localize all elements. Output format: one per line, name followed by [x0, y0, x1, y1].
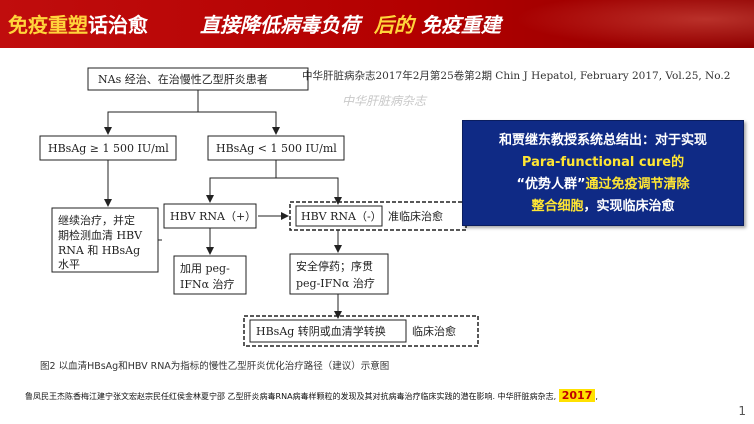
node-add-peg-box — [173, 255, 247, 295]
header-left-rest: 话治愈 — [88, 13, 148, 37]
text-rna-pos: HBV RNA（+） — [170, 210, 256, 223]
citation-tail: , — [595, 392, 598, 401]
text-continue-3: RNA 和 HBsAg — [58, 244, 140, 257]
text-rna-neg: HBV RNA（-） — [301, 210, 382, 223]
text-add-peg-2: IFNα 治疗 — [180, 277, 235, 291]
text-hbsag-low: HBsAg < 1 500 IU/ml — [216, 142, 337, 155]
callout-line-3-white: “优势人群” — [516, 177, 586, 192]
citation-text: 鲁凤民王杰陈香梅江建宁张文宏赵宗民任红侯金林夏宁邵 乙型肝炎病毒RNA病毒样颗粒… — [25, 392, 557, 401]
journal-seal-watermark: 中华肝脏病杂志 — [342, 94, 427, 108]
slide-header: 免疫重塑话治愈 直接降低病毒负荷 后的 免疫重建 — [0, 0, 754, 48]
text-stop-drug-1: 安全停药；序贯 — [296, 259, 373, 273]
citation-year: 2017 — [558, 389, 596, 402]
text-start: NAs 经治、在治慢性乙型肝炎患者 — [98, 72, 268, 86]
header-right-highlight: 后的 — [373, 13, 414, 37]
callout-line-3-yellow: 通过免疫调节清除 — [585, 177, 690, 192]
summary-callout: 和贾继东教授系统总结出：对于实现 Para-functional cure的 “… — [462, 120, 744, 226]
node-cure-group-box — [243, 315, 479, 347]
reference-citation: 鲁凤民王杰陈香梅江建宁张文宏赵宗民任红侯金林夏宁邵 乙型肝炎病毒RNA病毒样颗粒… — [25, 389, 598, 402]
text-stop-drug-2: peg-IFNα 治疗 — [296, 276, 375, 290]
node-rna-neg-box — [295, 205, 383, 227]
callout-line-4-white: ，实现临床治愈 — [583, 199, 675, 214]
header-right-part1: 直接降低病毒负荷 — [200, 13, 360, 37]
node-seroconversion-box — [249, 319, 407, 343]
header-right-title: 直接降低病毒负荷 后的 免疫重建 — [200, 9, 501, 38]
header-left-highlight: 免疫重塑 — [8, 13, 88, 37]
journal-line: 中华肝脏病杂志2017年2月第25卷第2期 Chin J Hepatol, Fe… — [302, 70, 731, 82]
callout-line-4: 整合细胞，实现临床治愈 — [463, 195, 743, 214]
figure-caption: 图2 以血清HBsAg和HBV RNA为指标的慢性乙型肝炎优化治疗路径（建议）示… — [40, 361, 390, 372]
text-continue-2: 期检测血清 HBV — [58, 228, 143, 242]
header-right-part2: 免疫重建 — [420, 13, 501, 37]
treatment-flowchart: NAs 经治、在治慢性乙型肝炎患者 HBsAg ≥ 1 500 IU/ml HB… — [38, 62, 508, 380]
flowchart-svg: NAs 经治、在治慢性乙型肝炎患者 HBsAg ≥ 1 500 IU/ml HB… — [39, 67, 479, 347]
node-stop-drug-box — [289, 253, 389, 295]
text-add-peg-1: 加用 peg- — [180, 262, 230, 275]
text-hbsag-high: HBsAg ≥ 1 500 IU/ml — [48, 142, 169, 155]
header-left-title: 免疫重塑话治愈 — [8, 9, 148, 38]
text-continue-4: 水平 — [58, 258, 80, 271]
callout-line-4-yellow: 整合细胞 — [531, 199, 584, 214]
text-quasi-cure: 准临床治愈 — [388, 209, 443, 223]
callout-line-1: 和贾继东教授系统总结出：对于实现 — [498, 133, 707, 148]
text-continue-1: 继续治疗，并定 — [58, 213, 135, 227]
page-number: 1 — [738, 404, 746, 418]
text-clinical-cure: 临床治愈 — [412, 324, 456, 338]
callout-line-2: Para-functional cure的 — [521, 155, 685, 170]
callout-line-3: “优势人群”通过免疫调节清除 — [463, 173, 743, 192]
text-seroconversion: HBsAg 转阴或血清学转换 — [256, 324, 386, 338]
